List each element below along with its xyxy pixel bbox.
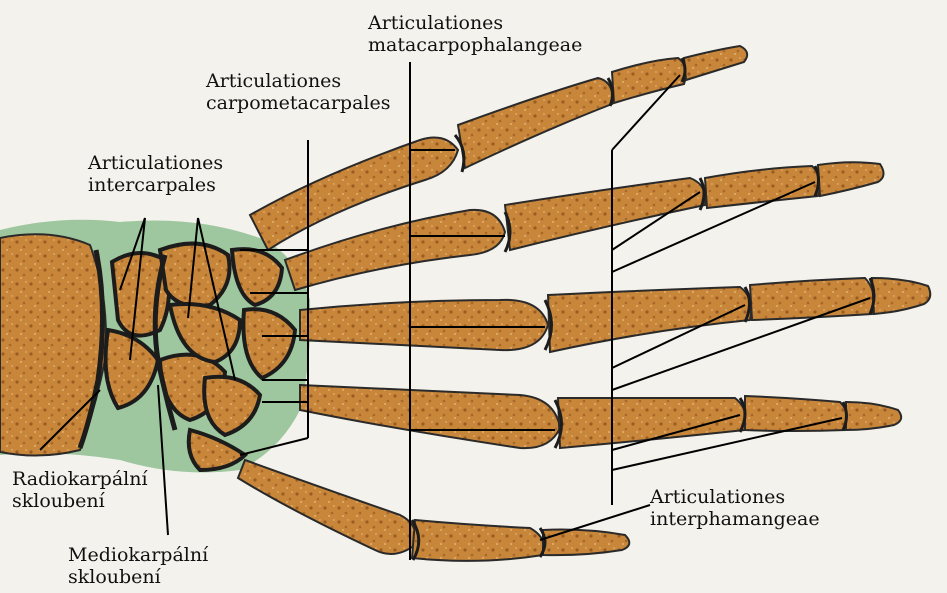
label-radiokarpalni-line1: Radiokarpální — [12, 468, 148, 490]
distal-phalanx-4 — [846, 402, 901, 430]
middle-phalanx-4 — [745, 396, 848, 431]
proximal-phalanx-1 — [458, 78, 612, 168]
middle-phalanx-3 — [750, 278, 874, 320]
label-metacarpophalangeae-line2: matacarpophalangeae — [368, 34, 582, 56]
label-carpometacarpales-line2: carpometacarpales — [206, 92, 391, 114]
label-radiokarpalni-line2: skloubení — [12, 490, 148, 512]
label-interphalangeae: Articulationes interphamangeae — [650, 486, 820, 530]
label-mediokarpalni-line1: Mediokarpální — [68, 544, 208, 566]
distal-phalanx-1 — [684, 46, 747, 80]
metacarpal-3 — [300, 300, 548, 350]
metacarpal-4 — [300, 385, 560, 448]
distal-phalanx-5 — [543, 530, 629, 556]
label-mediokarpalni: Mediokarpální skloubení — [68, 544, 208, 588]
label-intercarpales-line1: Articulationes — [88, 152, 223, 174]
proximal-phalanx-5 — [412, 520, 544, 561]
label-mediokarpalni-line2: skloubení — [68, 566, 208, 588]
label-intercarpales: Articulationes intercarpales — [88, 152, 223, 196]
label-intercarpales-line2: intercarpales — [88, 174, 223, 196]
label-metacarpophalangeae-line1: Articulationes — [368, 12, 582, 34]
label-metacarpophalangeae: Articulationes matacarpophalangeae — [368, 12, 582, 56]
proximal-phalanx-3 — [548, 287, 751, 352]
label-radiokarpalni: Radiokarpální skloubení — [12, 468, 148, 512]
label-interphalangeae-line2: interphamangeae — [650, 508, 820, 530]
distal-phalanx-2 — [818, 162, 884, 196]
label-carpometacarpales-line1: Articulationes — [206, 70, 391, 92]
label-carpometacarpales: Articulationes carpometacarpales — [206, 70, 391, 114]
proximal-phalanx-4 — [558, 398, 746, 448]
label-interphalangeae-line1: Articulationes — [650, 486, 820, 508]
metacarpal-5 — [238, 460, 416, 554]
distal-phalanx-3 — [872, 278, 930, 314]
proximal-phalanx-2 — [505, 178, 705, 250]
